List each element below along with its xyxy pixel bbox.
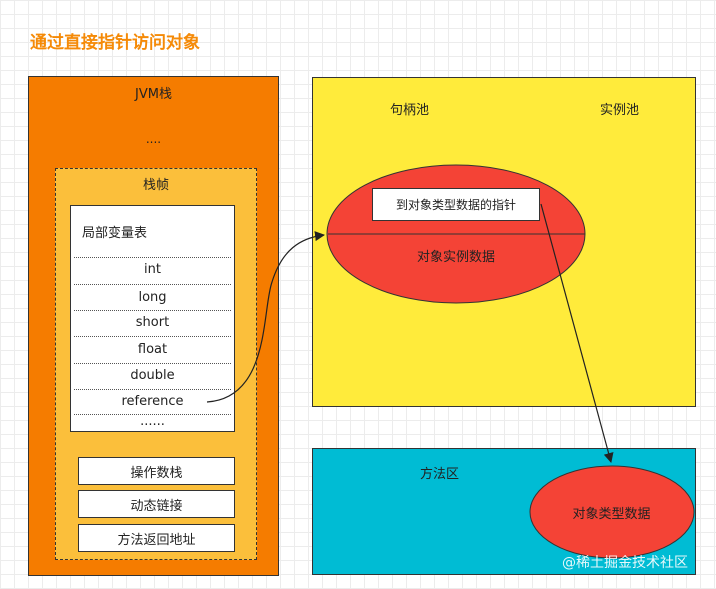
row-divider [74, 284, 231, 285]
heap-container [312, 77, 696, 407]
operand-stack-box: 操作数栈 [78, 457, 235, 485]
lvt-row-float: float [137, 342, 168, 357]
type-pointer-box: 到对象类型数据的指针 [372, 188, 540, 221]
row-divider [74, 257, 231, 258]
instance-data-label: 对象实例数据 [416, 250, 495, 265]
lvt-row-long: long [138, 290, 167, 305]
lvt-row-ellipsis: ...... [140, 414, 165, 429]
row-divider [74, 414, 231, 415]
row-divider [74, 363, 231, 364]
local-variable-table-title: 局部变量表 [82, 226, 148, 241]
row-divider [74, 310, 231, 311]
lvt-row-int: int [144, 262, 161, 277]
watermark: @稀土掘金技术社区 [562, 555, 688, 571]
jvm-stack-label: JVM栈 [135, 87, 172, 102]
dynamic-linking-box: 动态链接 [78, 490, 235, 518]
stack-frame-label: 栈帧 [142, 178, 169, 193]
type-data-label: 对象类型数据 [572, 507, 651, 522]
lvt-row-short: short [135, 315, 170, 330]
row-divider [74, 389, 231, 390]
lvt-row-double: double [130, 368, 175, 383]
page-title: 通过直接指针访问对象 [30, 33, 200, 53]
instance-pool-label: 实例池 [600, 103, 640, 118]
row-divider [74, 336, 231, 337]
method-area-label: 方法区 [420, 467, 460, 482]
return-address-box: 方法返回地址 [78, 524, 235, 552]
handle-pool-label: 句柄池 [390, 103, 430, 118]
lvt-row-reference: reference [121, 394, 184, 409]
jvm-stack-ellipsis: .... [145, 132, 162, 146]
